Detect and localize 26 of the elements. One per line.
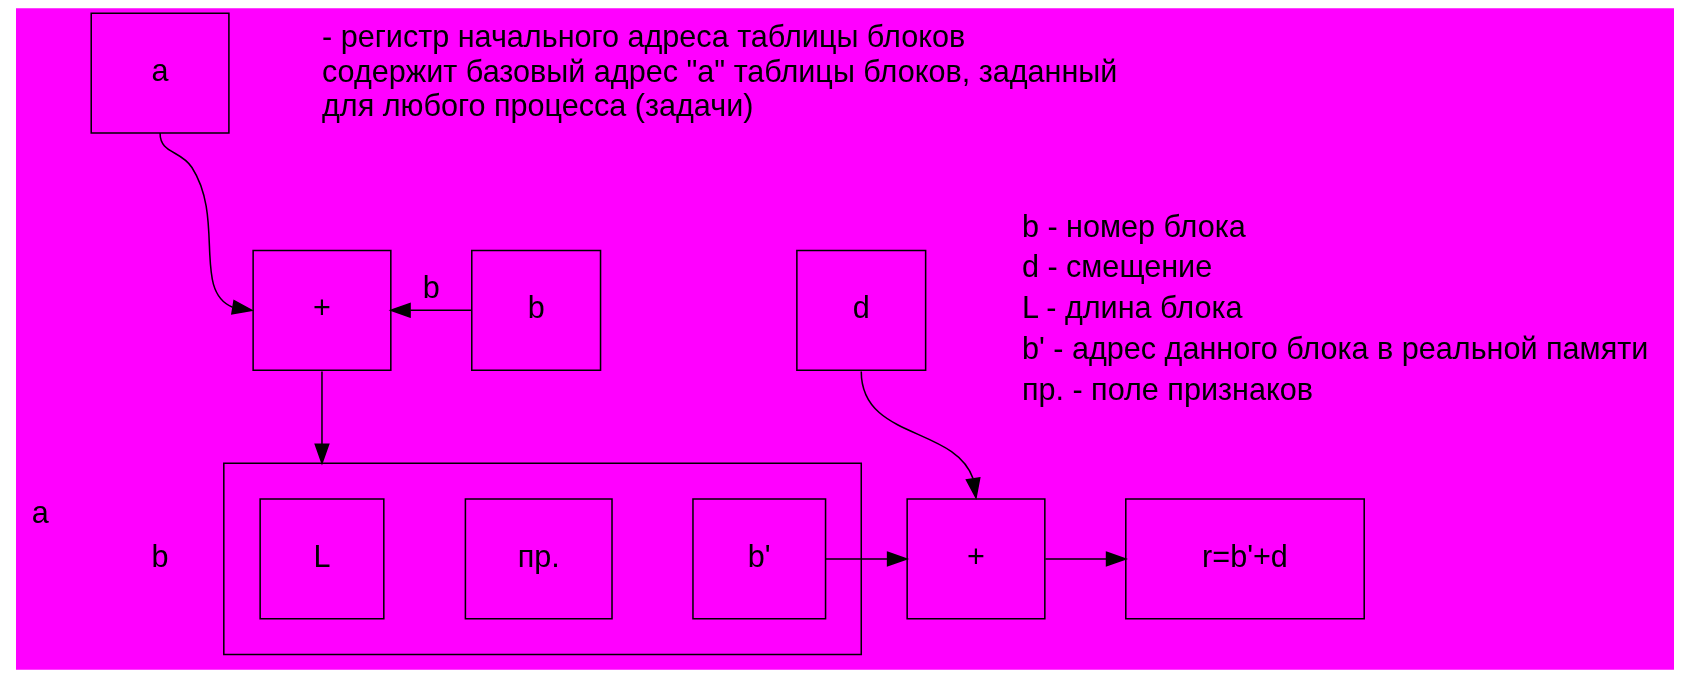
edge-label: b xyxy=(422,269,440,304)
node-box: + xyxy=(252,249,392,371)
arrow xyxy=(860,370,981,500)
node-box: пр. xyxy=(464,498,613,620)
arrow xyxy=(159,132,255,315)
node-label: содержит базовый адрес "a" таблицы блоков, заданный для любого процесса (задачи) xyxy=(321,54,1118,122)
node-label: - регистр начального адреса таблицы блоков xyxy=(321,18,966,53)
node-box: b' xyxy=(692,498,827,620)
arrow xyxy=(388,302,473,319)
node-box: r=b'+d xyxy=(1125,498,1365,620)
node-box: d xyxy=(796,249,927,371)
cluster xyxy=(223,462,862,656)
arrow xyxy=(314,370,330,466)
label: b xyxy=(151,538,169,573)
node-box: L xyxy=(259,498,385,620)
node-box: + xyxy=(906,498,1046,620)
label: b' - адрес данного блока в реальной памяти xyxy=(1021,331,1649,366)
label: a xyxy=(31,495,49,530)
node-box: b xyxy=(471,249,602,371)
label: b - номер блока xyxy=(1021,208,1246,243)
node-box: a xyxy=(90,12,230,134)
label: пр. - поле признаков xyxy=(1021,371,1313,406)
arrow xyxy=(824,551,910,567)
label: d - смещение xyxy=(1021,249,1213,284)
arrow xyxy=(1044,551,1128,567)
label: L - длина блока xyxy=(1021,290,1243,325)
